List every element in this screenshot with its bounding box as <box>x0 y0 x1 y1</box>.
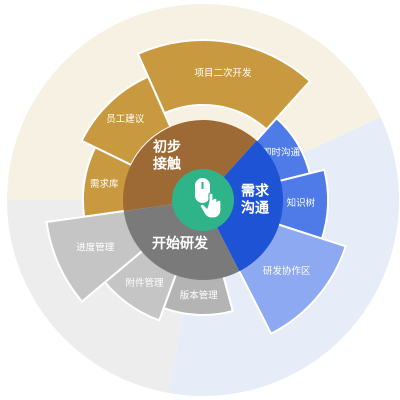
segment-label: 即时沟通 <box>262 147 301 159</box>
category-label: 需求 <box>241 183 270 200</box>
category-label: 初步 <box>153 139 181 156</box>
segment-label: 需求库 <box>90 178 119 190</box>
category-shape <box>123 120 257 212</box>
segment-project-next-dev: 项目二次开发 <box>136 39 312 131</box>
category-shape <box>203 140 283 272</box>
center-hub <box>172 169 234 231</box>
category-label: 沟通 <box>241 200 269 217</box>
mouse-click-icon <box>195 178 222 219</box>
category-label: 开始研发 <box>152 235 209 252</box>
segment-label: 附件管理 <box>125 277 164 289</box>
segment-label: 知识树 <box>287 197 316 209</box>
segment-label: 项目二次开发 <box>194 67 252 79</box>
segment-staff-suggestion: 员工建议 <box>80 75 172 167</box>
segment-label: 研发协作区 <box>263 265 311 277</box>
segment-label: 员工建议 <box>106 113 145 125</box>
segment-label: 版本管理 <box>180 289 219 301</box>
segment-shape <box>136 39 312 131</box>
segment-shape <box>80 75 172 167</box>
category-label: 接触 <box>153 156 181 173</box>
segment-label: 进度管理 <box>76 242 115 254</box>
